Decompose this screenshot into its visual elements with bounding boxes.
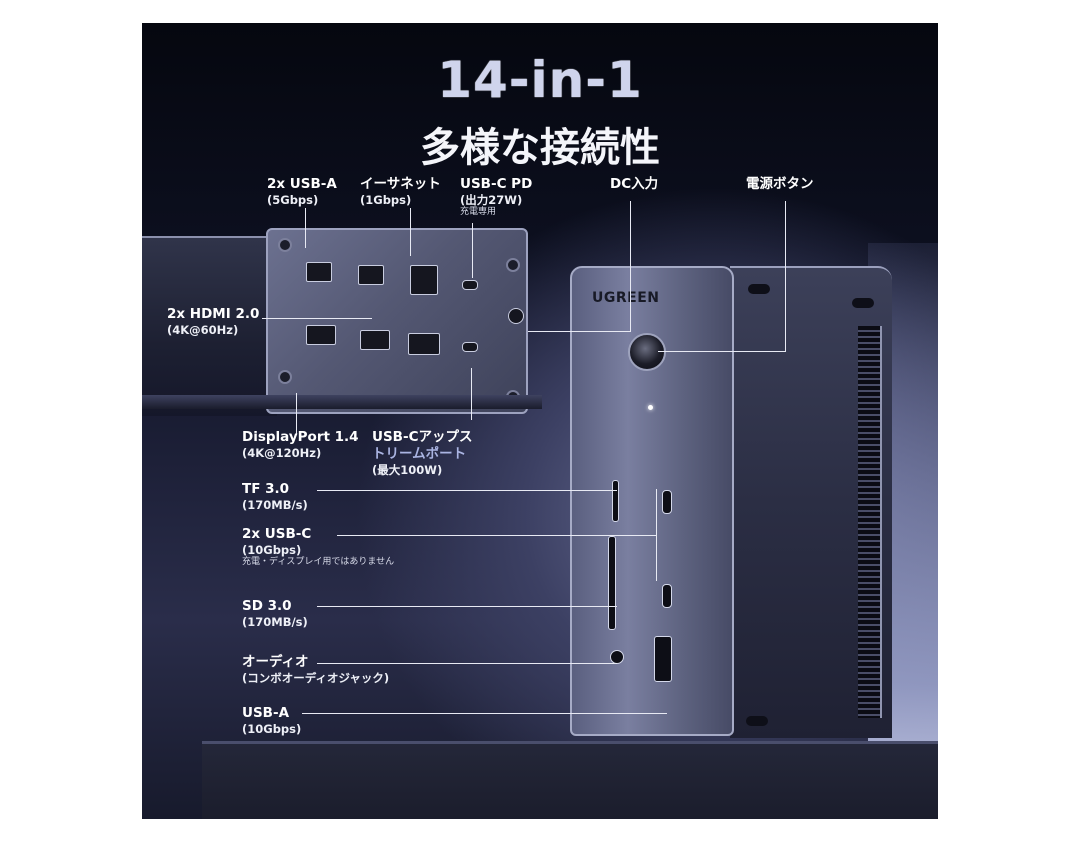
hdmi-port-icon	[306, 325, 336, 345]
callout-line	[658, 351, 786, 352]
label-ethernet: イーサネット (1Gbps)	[360, 176, 441, 207]
tf-slot-icon	[612, 480, 619, 522]
label-usb-c-upstream: USB-Cアップス トリームポート (最大100W)	[372, 429, 473, 477]
hdmi-port-icon	[360, 330, 390, 350]
label-sd: SD 3.0 (170MB/s)	[242, 598, 308, 629]
dock-front: UGREEN	[570, 266, 734, 736]
dc-jack-icon	[508, 308, 524, 324]
label-dc-input: DC入力	[610, 176, 659, 192]
rubber-foot	[746, 716, 768, 726]
screw-icon	[278, 238, 292, 252]
callout-line	[337, 535, 657, 536]
usb-c-port-icon	[462, 280, 478, 290]
callout-line	[317, 663, 617, 664]
rubber-foot	[748, 284, 770, 294]
callout-line	[317, 490, 617, 491]
base-stand	[202, 741, 938, 819]
product-image-panel: 14-in-1 多様な接続性 UGREEN	[142, 23, 938, 819]
screw-icon	[278, 370, 292, 384]
sd-slot-icon	[608, 536, 616, 630]
label-tf: TF 3.0 (170MB/s)	[242, 481, 308, 512]
callout-line	[472, 223, 473, 278]
callout-line	[528, 331, 631, 332]
callout-line	[785, 201, 786, 351]
audio-jack-icon	[610, 650, 624, 664]
label-usb-a-10g: USB-A (10Gbps)	[242, 705, 302, 736]
label-power-button: 電源ボタン	[746, 176, 814, 192]
usb-c-port-icon	[462, 342, 478, 352]
ethernet-port-icon	[410, 265, 438, 295]
headline-subtitle: 多様な接続性	[420, 125, 660, 171]
vent-grille	[858, 326, 882, 718]
brand-logo: UGREEN	[592, 290, 660, 306]
label-audio: オーディオ (コンボオーディオジャック)	[242, 654, 390, 685]
dock-rear-view	[142, 228, 532, 428]
status-led	[648, 405, 653, 410]
label-usb-c-pd: USB-C PD (出力27W) 充電専用	[460, 176, 533, 218]
callout-line	[317, 606, 617, 607]
dock-rear-body	[142, 236, 277, 416]
dock-rear-panel	[266, 228, 528, 414]
label-usb-c-10g: 2x USB-C (10Gbps) 充電・ディスプレイ用ではありません	[242, 526, 395, 568]
displayport-port-icon	[408, 333, 440, 355]
callout-line	[656, 489, 657, 581]
callout-line	[302, 713, 667, 714]
dock-side	[730, 266, 892, 738]
usb-a-port-icon	[306, 262, 332, 282]
usb-c-port-icon	[662, 490, 672, 514]
headline-title: 14-in-1	[437, 51, 643, 109]
usb-a-port-icon	[358, 265, 384, 285]
usb-c-port-icon	[662, 584, 672, 608]
shelf	[142, 395, 542, 409]
callout-line	[471, 368, 472, 420]
callout-line	[630, 201, 631, 331]
callout-line	[410, 208, 411, 256]
dock-tower-view: UGREEN	[570, 266, 895, 741]
label-displayport: DisplayPort 1.4 (4K@120Hz)	[242, 429, 359, 460]
label-hdmi: 2x HDMI 2.0 (4K@60Hz)	[167, 306, 260, 337]
callout-line	[296, 393, 297, 435]
callout-line	[262, 318, 372, 319]
screw-icon	[506, 258, 520, 272]
usb-a-port-icon	[654, 636, 672, 682]
power-button-icon	[628, 333, 666, 371]
label-usb-a-5g: 2x USB-A (5Gbps)	[267, 176, 337, 207]
callout-line	[305, 208, 306, 248]
rubber-foot	[852, 298, 874, 308]
